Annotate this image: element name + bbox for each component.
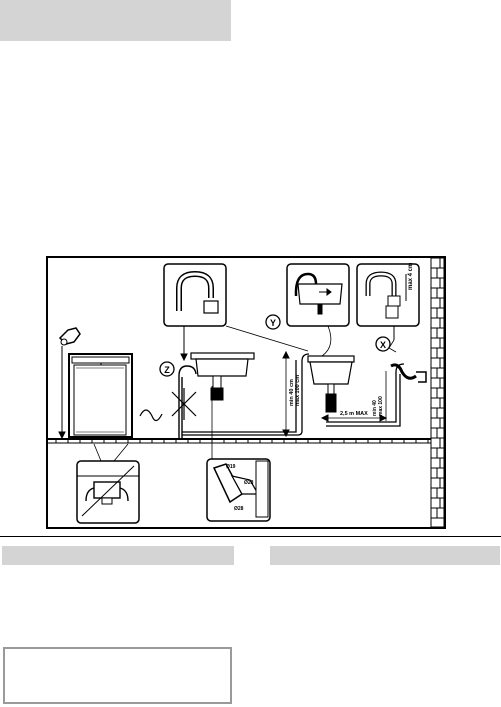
callout-x-label: X <box>380 340 386 350</box>
sink-right <box>307 355 355 413</box>
header-gray-bar <box>0 0 231 41</box>
clip-label-2: Ø28 <box>244 480 254 486</box>
hose-hook-detail <box>163 263 227 362</box>
hose-clip-detail: Ø19 Ø28 Ø28 <box>206 386 271 522</box>
standpipe-dimension: min 40max 100 <box>372 371 387 421</box>
hose-to-sink <box>178 365 197 439</box>
siphon-height-detail: max 4 cm <box>356 263 420 340</box>
callout-z-label: Z <box>164 365 170 375</box>
leveling-foot-detail <box>76 443 140 524</box>
height-min-max-label: min 40 cmmax 100 cm <box>289 375 301 406</box>
clip-label-1: Ø19 <box>226 464 236 470</box>
crossed-out-installation <box>139 388 197 422</box>
sink-detail <box>286 263 350 327</box>
section-bar-left <box>2 546 234 565</box>
siphon-height-label: max 4 cm <box>408 263 414 290</box>
section-bar-right <box>270 546 500 565</box>
clip-label-3: Ø28 <box>234 506 244 512</box>
callout-y-label: Y <box>270 318 276 328</box>
drain-hose-installation-diagram: Z max 4 cm <box>46 256 446 529</box>
brick-wall <box>430 257 445 528</box>
hose-to-right-sink <box>182 353 310 436</box>
length-dimension: 2,5 m MAX <box>320 411 388 422</box>
callout-y: Y <box>265 314 281 330</box>
dishwasher-illustration <box>68 353 133 438</box>
standpipe <box>326 363 427 427</box>
note-box <box>3 647 232 704</box>
height-dimension: min 40 cmmax 100 cm <box>282 350 301 438</box>
callout-z: Z <box>159 361 175 377</box>
length-max-label: 2,5 m MAX <box>340 411 368 417</box>
callout-x: X <box>375 336 391 352</box>
side-heights-label: min 40max 100 <box>372 396 384 416</box>
horizontal-rule <box>0 536 501 537</box>
sink-left <box>190 352 255 401</box>
water-tap-icon <box>58 327 81 440</box>
